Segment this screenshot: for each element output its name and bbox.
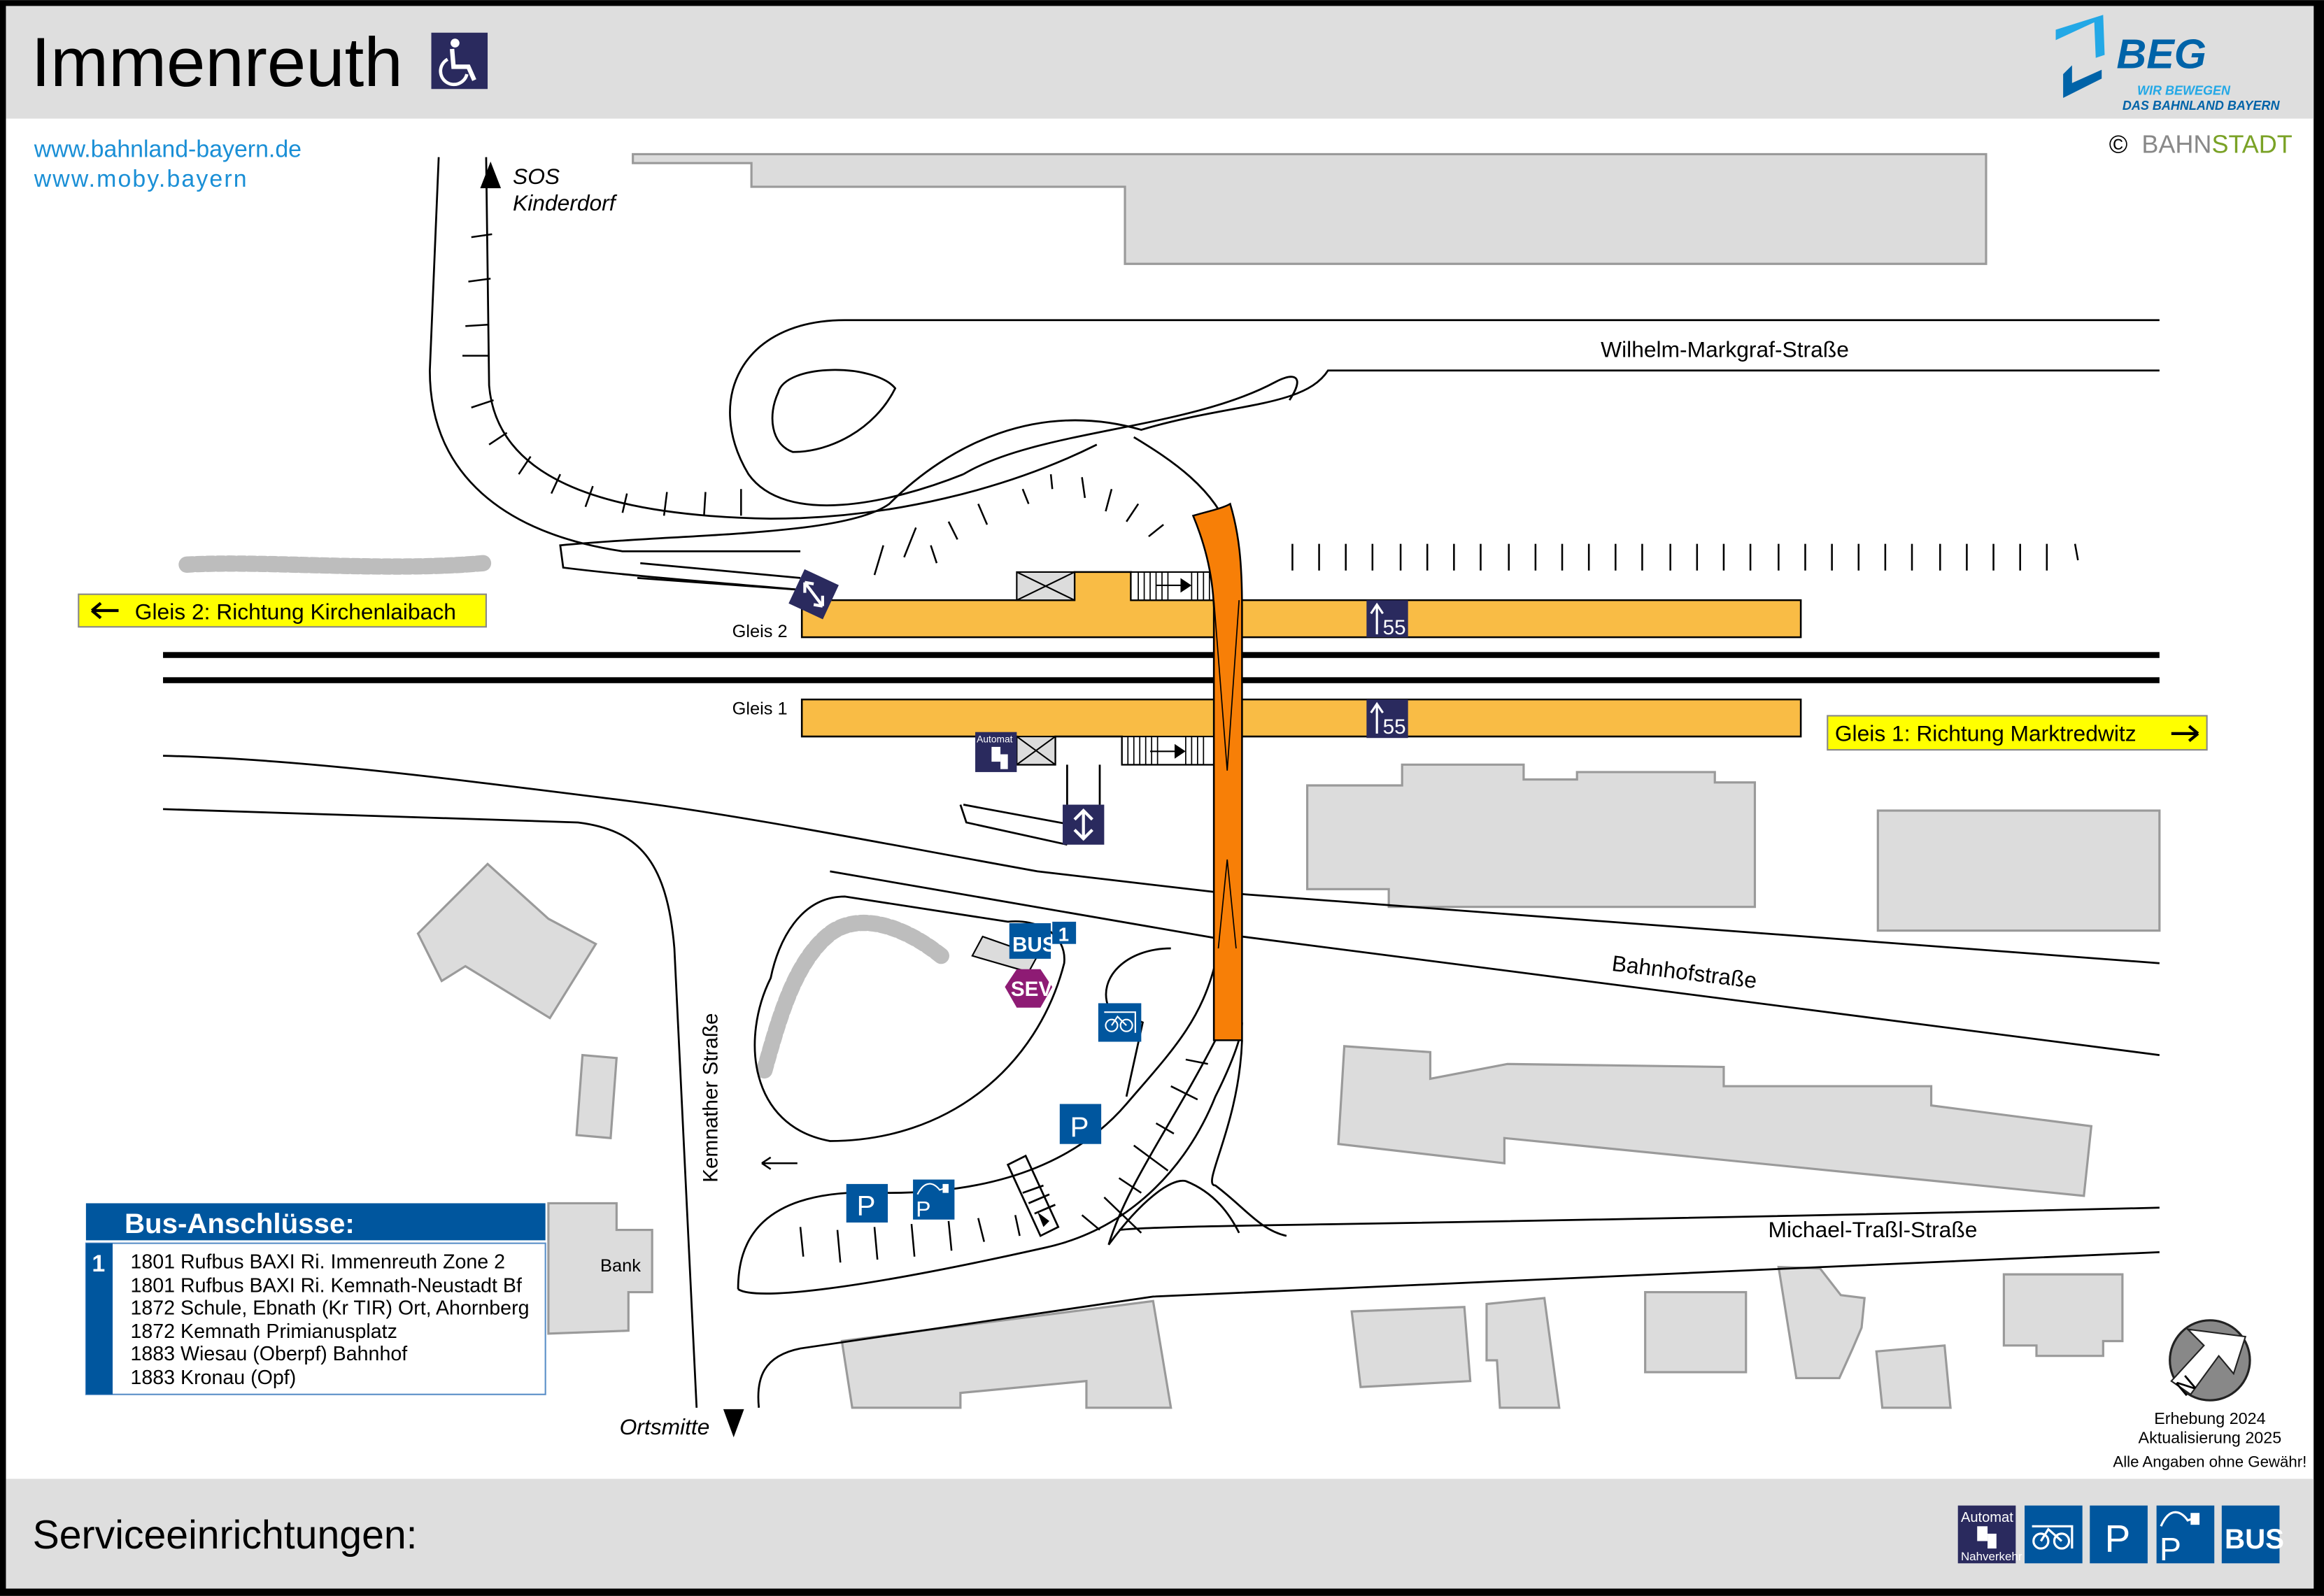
bike-parking-icon [1098, 1003, 1142, 1042]
link-bahnland-bayern[interactable]: www.bahnland-bayern.de [34, 136, 302, 163]
platform-height-sign-gleis-2: 55 [1366, 600, 1408, 639]
buildings [416, 152, 2161, 1409]
bus-stop-sign: BUS 1 [971, 921, 1077, 974]
footer-title: Serviceeinrichtungen: [33, 1513, 418, 1558]
footer-ev-charging-icon: P [2156, 1505, 2215, 1567]
header-bar [6, 6, 2314, 119]
footer-bike-parking-icon [2025, 1505, 2083, 1564]
elevator-access-icon [1063, 804, 1105, 845]
street-wilhelm-markgraf: Wilhelm-Markgraf-Straße [1601, 337, 1849, 362]
bus-line: 1883 Wiesau (Oberpf) Bahnhof [130, 1343, 407, 1365]
bus-line: 1883 Kronau (Opf) [130, 1367, 296, 1389]
svg-text:Nahverkehr: Nahverkehr [1961, 1550, 2022, 1563]
footer-bus-icon: BUS [2221, 1505, 2284, 1564]
disclaimer: Alle Angaben ohne Gewähr! [2113, 1453, 2307, 1471]
svg-text:P: P [2160, 1531, 2181, 1567]
svg-text:Gleis 2: Richtung Kirchenlaiba: Gleis 2: Richtung Kirchenlaibach [135, 599, 456, 625]
svg-text:BAHNSTADT: BAHNSTADT [2141, 129, 2292, 158]
svg-text:BUS: BUS [1012, 933, 1056, 956]
ticket-machine-icon: Automat [975, 732, 1017, 772]
svg-text:DAS BAHNLAND BAYERN: DAS BAHNLAND BAYERN [2123, 99, 2281, 113]
bank-label: Bank [600, 1256, 641, 1276]
direction-gleis-2: Gleis 2: Richtung Kirchenlaibach [78, 593, 487, 628]
platform-gleis-2 [800, 571, 1802, 639]
svg-text:BEG: BEG [2116, 31, 2206, 78]
footer-ticket-machine-icon: Automat Nahverkehr [1957, 1505, 2022, 1564]
svg-text:©: © [2109, 129, 2128, 158]
ev-charging-parking-icon: P [913, 1179, 955, 1222]
svg-text:Automat: Automat [1961, 1510, 2013, 1525]
direction-gleis-1: Gleis 1: Richtung Marktredwitz [1827, 715, 2208, 751]
platform-height-sign-gleis-1: 55 [1366, 699, 1408, 739]
svg-text:BUS: BUS [2225, 1523, 2284, 1555]
svg-text:Ortsmitte: Ortsmitte [620, 1414, 710, 1439]
svg-text:P: P [916, 1197, 930, 1222]
direction-ortsmitte: Ortsmitte [620, 1409, 744, 1439]
direction-sos-kinderdorf: SOS Kinderdorf [480, 162, 618, 215]
bus-connections-title: Bus-Anschlüsse: [125, 1208, 355, 1239]
ramp-access-icon [788, 569, 839, 620]
gleis-1-label: Gleis 1 [732, 699, 788, 718]
svg-text:P: P [857, 1190, 876, 1221]
svg-text:www.bahnland-bayern.de: www.bahnland-bayern.de [34, 136, 302, 163]
svg-text:55: 55 [1383, 715, 1406, 739]
bus-line: 1872 Schule, Ebnath (Kr TIR) Ort, Ahornb… [130, 1297, 529, 1319]
bus-line: 1872 Kemnath Primianusplatz [130, 1320, 397, 1343]
svg-text:Automat: Automat [977, 734, 1012, 745]
svg-text:SOS: SOS [513, 164, 560, 189]
north-arrow-icon: N [2169, 1319, 2251, 1402]
track-gleis-2 [163, 652, 2160, 658]
street-michael-trassl: Michael-Traßl-Straße [1769, 1217, 1978, 1242]
roads [163, 157, 2160, 1408]
footbridge [1191, 502, 1243, 1041]
svg-text:Kinderdorf: Kinderdorf [513, 190, 618, 215]
bus-line: 1801 Rufbus BAXI Ri. Kemnath-Neustadt Bf [130, 1275, 522, 1297]
svg-text:www.moby.bayern: www.moby.bayern [34, 166, 248, 192]
beg-logo: BEG WIR BEWEGEN DAS BAHNLAND BAYERN [2055, 15, 2281, 113]
update-note: Aktualisierung 2025 [2139, 1429, 2282, 1447]
page-title: Immenreuth [31, 24, 402, 101]
svg-text:P: P [1070, 1111, 1089, 1143]
bus-line: 1801 Rufbus BAXI Ri. Immenreuth Zone 2 [130, 1251, 505, 1274]
svg-text:P: P [2104, 1516, 2130, 1560]
footer-parking-icon: P [2090, 1505, 2148, 1564]
survey-note: Erhebung 2024 [2154, 1409, 2265, 1427]
svg-text:55: 55 [1383, 616, 1406, 639]
gleis-2-label: Gleis 2 [732, 622, 788, 641]
vegetation [178, 555, 492, 575]
link-moby-bayern[interactable]: www.moby.bayern [34, 166, 248, 192]
sev-sign: SEV [1005, 969, 1052, 1008]
svg-text:WIR BEWEGEN: WIR BEWEGEN [2137, 84, 2231, 98]
street-kemnather: Kemnather Straße [699, 1013, 722, 1182]
vegetation [755, 914, 949, 1083]
track-gleis-1 [163, 677, 2160, 683]
svg-text:1: 1 [1058, 923, 1069, 945]
svg-text:SEV: SEV [1011, 978, 1053, 1001]
svg-text:1: 1 [92, 1251, 105, 1277]
bahnstadt-copyright: © BAHNSTADT [2109, 129, 2293, 158]
svg-text:Gleis 1: Richtung Marktredwitz: Gleis 1: Richtung Marktredwitz [1835, 720, 2137, 746]
parking-icon: P [846, 1183, 888, 1223]
wheelchair-icon [431, 32, 488, 90]
parking-icon: P [1059, 1104, 1102, 1144]
bus-connections-panel: Bus-Anschlüsse: 1 1801 Rufbus BAXI Ri. I… [85, 1203, 546, 1395]
footer-bar [6, 1479, 2314, 1589]
